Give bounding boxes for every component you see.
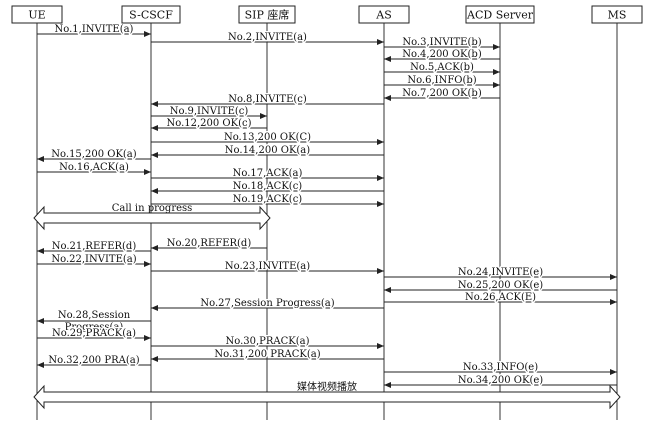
participant-label-ms: MS xyxy=(608,9,627,22)
message-label: No.24,INVITE(e) xyxy=(458,267,543,278)
span-arrows: Call in progress 媒体视频播放 xyxy=(33,203,621,410)
participant-box-sip xyxy=(238,5,296,24)
participant-box-scscf xyxy=(121,5,181,24)
message-label: No.31,200 PRACK(a) xyxy=(214,349,320,360)
participant-label-as: AS xyxy=(375,9,391,22)
message-13: No.15,200 OK(a) xyxy=(37,148,151,162)
participant-label-ue: UE xyxy=(28,9,45,22)
message-2: No.2,INVITE(a) xyxy=(151,31,384,45)
message-label: No.34,200 OK(e) xyxy=(458,375,543,386)
message-9: No.9,INVITE(c) xyxy=(151,105,267,119)
message-label: No.27,Session Progress(a) xyxy=(200,298,334,309)
participant-label-sip: SIP 座席 xyxy=(245,8,290,22)
participant-box-ms xyxy=(591,5,643,24)
message-18: No.20,REFER(d) xyxy=(151,237,267,251)
message-10: No.12,200 OK(c) xyxy=(151,117,267,131)
message-31: No.33,INFO(e) xyxy=(384,361,617,375)
span-label-1: Call in progress xyxy=(112,203,193,214)
message-label: No.22,INVITE(a) xyxy=(51,254,136,265)
participant-box-acd xyxy=(465,5,535,24)
message-21: No.23,INVITE(a) xyxy=(151,260,384,274)
message-label: No.12,200 OK(c) xyxy=(166,118,251,129)
message-label: No.21,REFER(d) xyxy=(52,241,137,252)
message-1: No.1,INVITE(a) xyxy=(37,23,151,37)
message-23: No.25,200 OK(e) xyxy=(384,279,617,293)
message-label: No.14,200 OK(a) xyxy=(225,145,310,156)
message-22: No.24,INVITE(e) xyxy=(384,266,617,280)
message-27: No.29,PRACK(a) xyxy=(37,327,151,341)
participant-box-as xyxy=(358,5,410,24)
participant-label-acd: ACD Server xyxy=(466,9,534,22)
span-arrow-2 xyxy=(33,384,621,410)
message-label: No.3,INVITE(b) xyxy=(402,37,481,48)
message-label: No.29,PRACK(a) xyxy=(52,328,136,339)
message-label: No.20,REFER(d) xyxy=(167,238,252,249)
message-label: No.26,ACK(E) xyxy=(465,292,536,303)
message-8: No.8,INVITE(c) xyxy=(151,93,384,107)
message-32: No.34,200 OK(e) xyxy=(384,374,617,388)
message-15: No.17,ACK(a) xyxy=(151,167,384,181)
message-label: No.30,PRACK(a) xyxy=(225,336,309,347)
message-label: No.2,INVITE(a) xyxy=(228,32,307,43)
message-11: No.13,200 OK(C) xyxy=(151,131,384,145)
message-19: No.21,REFER(d) xyxy=(37,240,151,254)
message-label: No.16,ACK(a) xyxy=(59,162,129,173)
message-label: No.17,ACK(a) xyxy=(233,168,303,179)
message-label: No.19,ACK(c) xyxy=(233,194,303,205)
message-label: No.23,INVITE(a) xyxy=(225,261,310,272)
participants: UE S-CSCF SIP 座席 AS ACD Server MS xyxy=(11,5,643,24)
message-label: No.25,200 OK(e) xyxy=(458,280,543,291)
participant-box-ue xyxy=(11,5,63,24)
message-20: No.22,INVITE(a) xyxy=(37,253,151,267)
message-label: No.6,INFO(b) xyxy=(407,75,476,86)
message-24: No.26,ACK(E) xyxy=(384,291,617,305)
message-label: No.4,200 OK(b) xyxy=(402,49,482,60)
message-label: No.7,200 OK(b) xyxy=(402,88,482,99)
message-28: No.30,PRACK(a) xyxy=(151,335,384,349)
message-5: No.5,ACK(b) xyxy=(384,61,500,75)
message-7: No.7,200 OK(b) xyxy=(384,87,500,101)
message-label: No.8,INVITE(c) xyxy=(228,94,307,105)
span-arrow-1 xyxy=(33,205,271,231)
message-4: No.4,200 OK(b) xyxy=(384,48,500,62)
message-30: No.32,200 PRA(a) xyxy=(37,354,151,368)
span-label-2: 媒体视频播放 xyxy=(297,380,357,393)
message-29: No.31,200 PRACK(a) xyxy=(151,348,384,362)
participant-label-scscf: S-CSCF xyxy=(129,9,173,22)
message-12: No.14,200 OK(a) xyxy=(151,144,384,158)
message-17: No.19,ACK(c) xyxy=(151,193,384,207)
message-label: No.32,200 PRA(a) xyxy=(48,355,139,366)
message-25: No.27,Session Progress(a) xyxy=(151,297,384,311)
message-label: No.13,200 OK(C) xyxy=(224,132,311,143)
message-label: No.9,INVITE(c) xyxy=(170,106,249,117)
message-14: No.16,ACK(a) xyxy=(37,161,151,175)
message-3: No.3,INVITE(b) xyxy=(384,36,500,50)
message-16: No.18,ACK(c) xyxy=(151,180,384,194)
message-6: No.6,INFO(b) xyxy=(384,74,500,88)
messages: No.1,INVITE(a) No.2,INVITE(a) No.3,INVITE(… xyxy=(37,23,617,388)
message-label: No.33,INFO(e) xyxy=(463,362,538,373)
message-label: No.18,ACK(c) xyxy=(233,181,303,192)
message-label: No.15,200 OK(a) xyxy=(51,149,136,160)
message-label: No.5,ACK(b) xyxy=(410,62,474,73)
message-label: No.1,INVITE(a) xyxy=(55,24,134,35)
